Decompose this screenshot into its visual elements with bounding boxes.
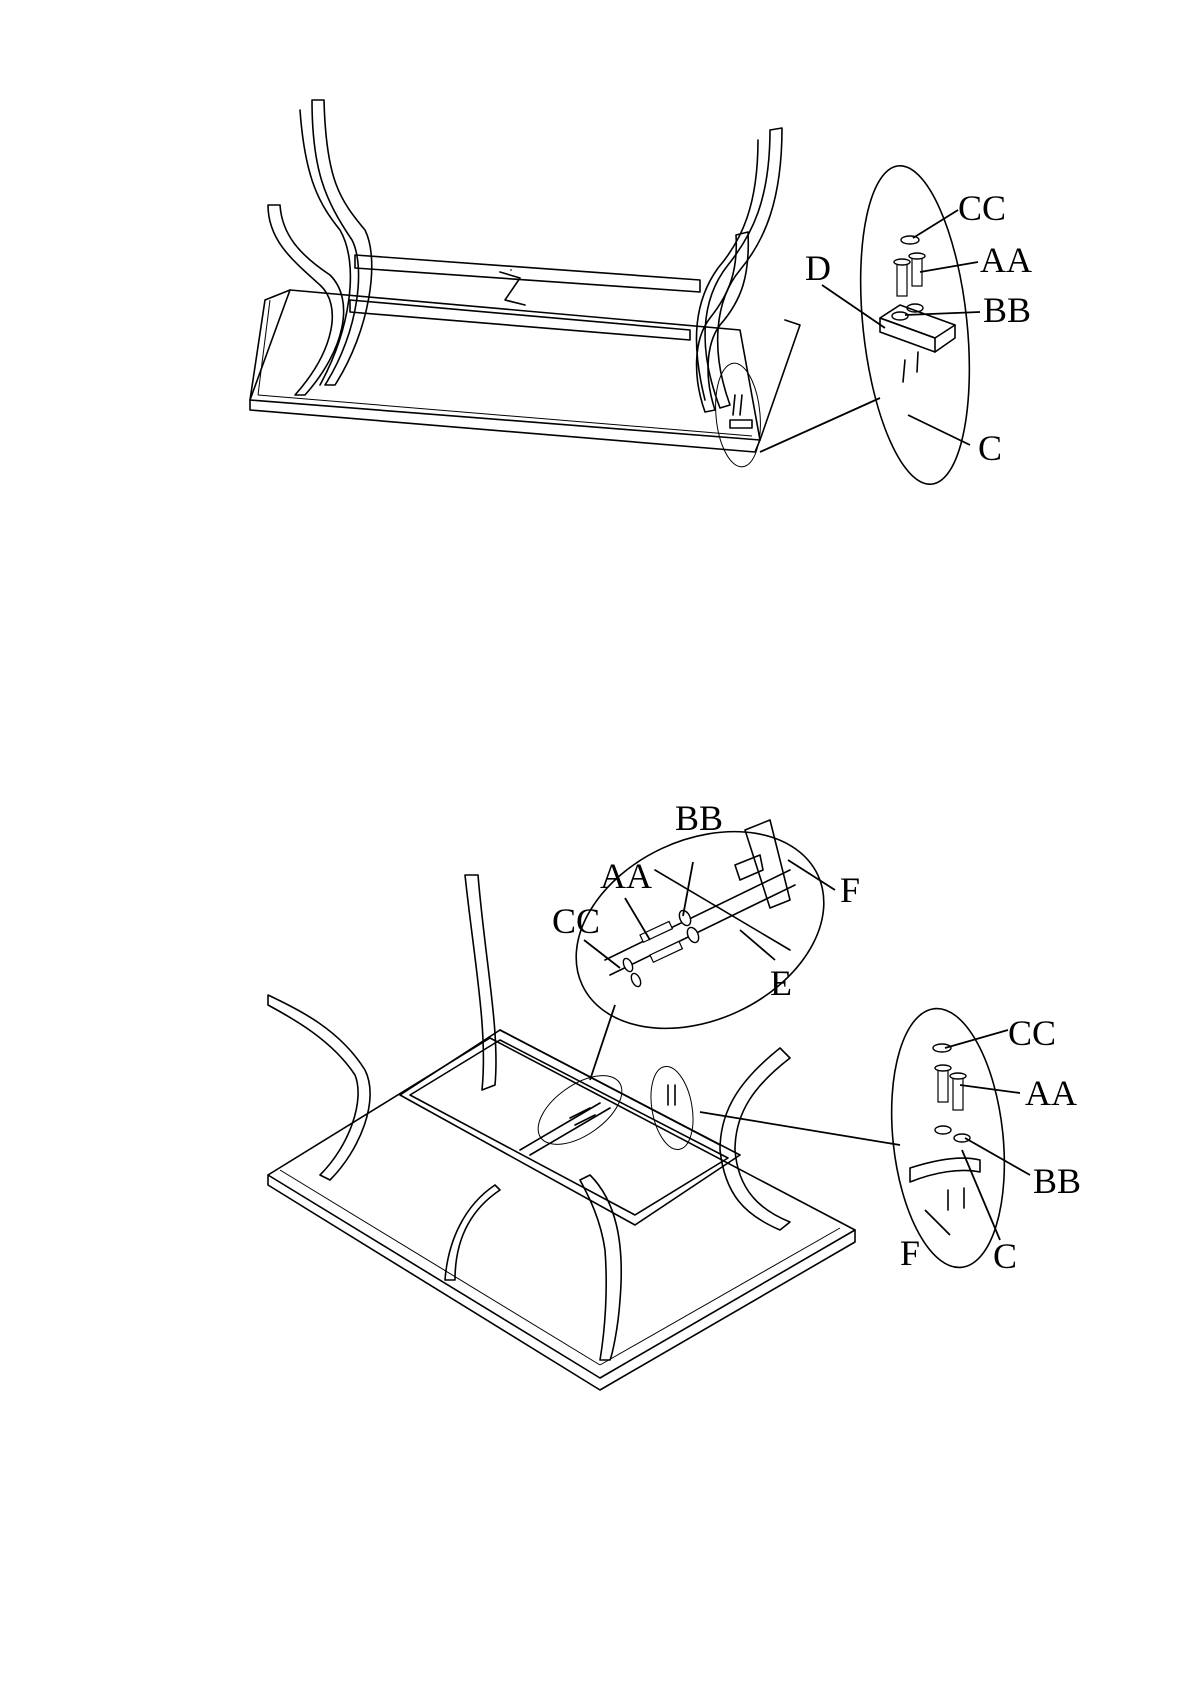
figure-1-bench-frame: CC AA D BB C <box>250 100 1032 490</box>
bench-side-rails <box>350 255 700 340</box>
bench-legs-right <box>696 128 782 412</box>
label-aa-top: AA <box>600 856 652 896</box>
detail-bubble-1 <box>760 160 983 489</box>
washer-bb <box>892 312 908 320</box>
bench-screw-location <box>712 361 765 468</box>
washer-cc <box>901 236 919 244</box>
label-d: D <box>805 248 831 288</box>
label-bb-right: BB <box>1033 1161 1081 1201</box>
washer-bb-right <box>954 1134 970 1142</box>
label-bb: BB <box>983 290 1031 330</box>
label-f-top: F <box>840 870 860 910</box>
label-e: E <box>770 963 792 1003</box>
brace-d <box>880 305 955 352</box>
table-top <box>268 1038 855 1390</box>
label-c-right: C <box>993 1236 1017 1276</box>
label-f-right: F <box>900 1233 920 1273</box>
label-cc: CC <box>958 188 1006 228</box>
figure-2-table-frame: BB AA CC F E CC AA BB F C <box>268 793 1081 1390</box>
label-aa-right: AA <box>1025 1073 1077 1113</box>
label-cc-right: CC <box>1008 1013 1056 1053</box>
screws-e <box>621 909 700 988</box>
screw-location-bubble-a <box>526 1062 633 1158</box>
table-legs <box>268 875 790 1360</box>
bench-legs-left <box>268 100 372 395</box>
washer-cc-right <box>933 1044 951 1052</box>
table-frame <box>400 1030 740 1225</box>
label-cc-top: CC <box>552 901 600 941</box>
label-c: C <box>978 428 1002 468</box>
label-bb-top: BB <box>675 798 723 838</box>
label-aa: AA <box>980 240 1032 280</box>
screw-aa-pair <box>894 253 925 296</box>
